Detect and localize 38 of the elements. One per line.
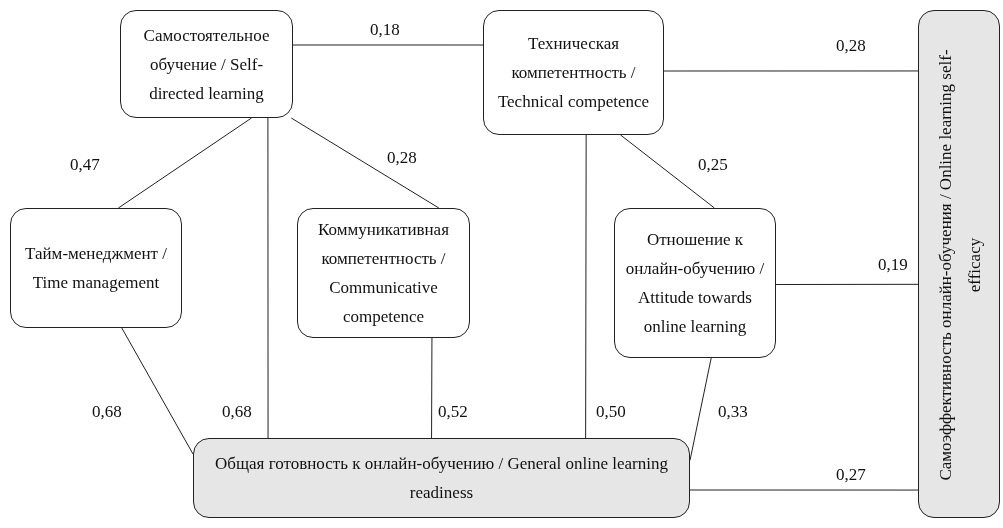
node-text: Техническая компетентность / Technical competence (496, 33, 651, 113)
connector-line (585, 134, 587, 439)
connector-line (775, 283, 919, 285)
node-text: Самостоятельное обучение / Self-directed learning (142, 24, 271, 105)
node-text: Коммуникативная компетентность / Communicative competence (317, 219, 450, 328)
factor-box (918, 10, 1000, 518)
connector-line (663, 70, 919, 72)
edge-label: 0,33 (718, 402, 748, 422)
edge-label: 0,18 (370, 20, 400, 40)
edge-label: 0,52 (438, 402, 468, 422)
node-text: Общая готовность к онлайн-обучению / General online learning readiness (214, 453, 669, 504)
edge-label: 0,19 (878, 255, 908, 275)
factor-box (614, 208, 776, 358)
edge-label: 0,28 (836, 36, 866, 56)
connector-line (431, 337, 433, 439)
node-text: Отношение к онлайн-обучению / Attitude towards online learning (625, 229, 765, 338)
edge-label: 0,25 (698, 155, 728, 175)
factor-box (297, 208, 470, 338)
factor-box (483, 10, 664, 135)
edge-label: 0,68 (222, 402, 252, 422)
connector-line (620, 134, 715, 209)
connector-line (292, 44, 484, 46)
edge-label: 0,28 (387, 148, 417, 168)
edge-label: 0,50 (596, 402, 626, 422)
edge-label: 0,47 (70, 155, 100, 175)
connector-line (689, 357, 712, 461)
node-text: Самоэффективность онлайн-обучения / Online learning self-efficacy (935, 48, 985, 483)
edge-label: 0,68 (92, 402, 122, 422)
connector-line (121, 327, 194, 455)
factor-box (120, 10, 293, 118)
node-text: Тайм-менеджмент / Time management (24, 243, 168, 294)
factor-box (10, 208, 182, 328)
connector-line (117, 117, 252, 209)
edge-label: 0,27 (836, 465, 866, 485)
connector-line (267, 117, 269, 439)
connector-line (290, 117, 440, 209)
factor-box (193, 438, 690, 518)
connector-line (689, 489, 919, 491)
